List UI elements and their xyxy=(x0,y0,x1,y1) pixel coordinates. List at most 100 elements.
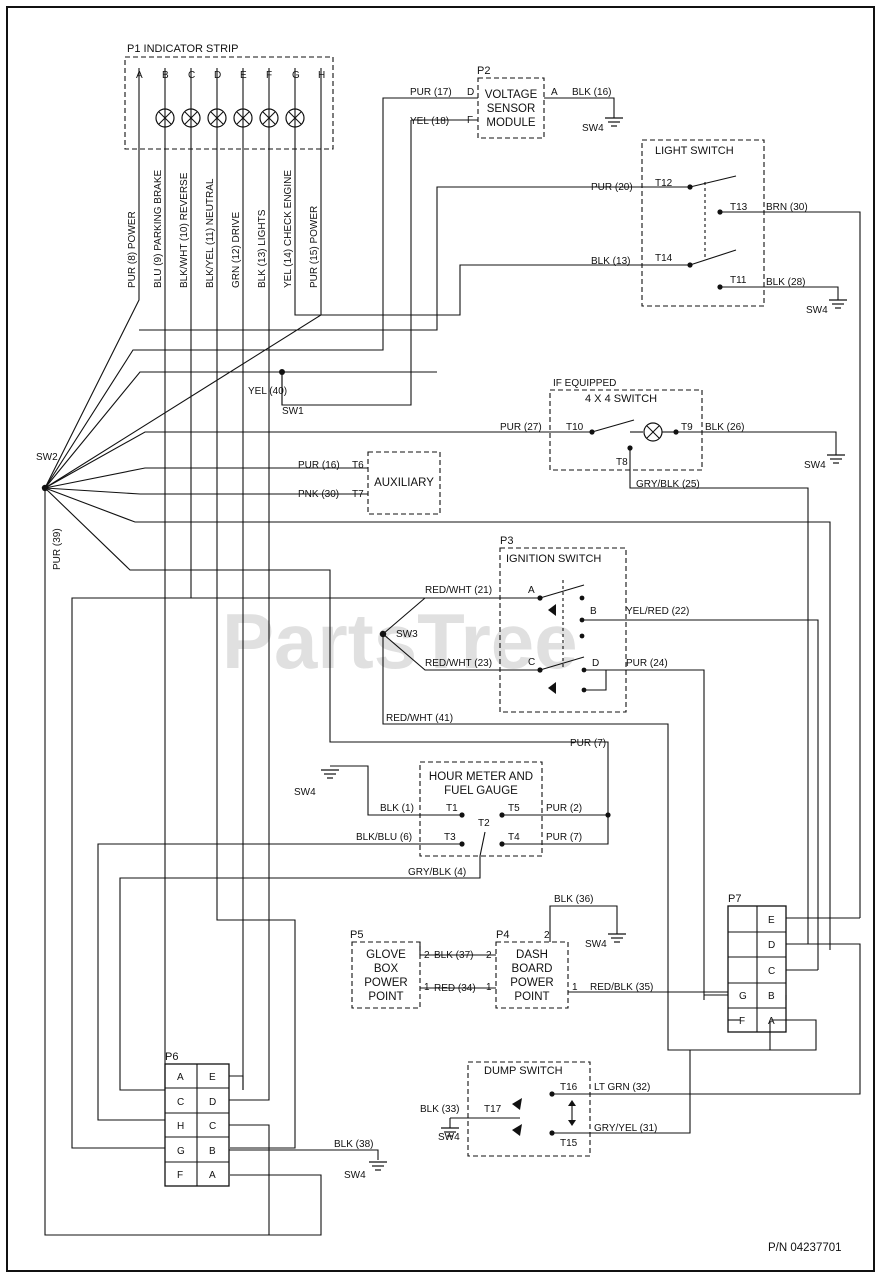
indicator-wire-label: PUR (8) POWER xyxy=(127,211,138,288)
svg-text:B: B xyxy=(768,991,775,1002)
sw2-splice: SW2 PUR (39) xyxy=(36,452,63,570)
svg-text:SW3: SW3 xyxy=(396,629,418,640)
indicator-pin-label: C xyxy=(188,70,195,81)
indicator-wire-label: YEL (14) CHECK ENGINE xyxy=(283,170,294,288)
svg-text:BLK (26): BLK (26) xyxy=(705,422,744,433)
sw1-splice: YEL (40) SW1 xyxy=(248,369,304,417)
svg-text:YEL (18): YEL (18) xyxy=(410,116,449,127)
indicator-wire-label: BLK/YEL (11) NEUTRAL xyxy=(205,178,216,288)
outer-border xyxy=(6,6,875,1272)
watermark: PartsTree xyxy=(222,597,578,685)
dash-board-power-point: P4 DASH BOARD POWER POINT 2 1 2 1 BLK (3… xyxy=(419,894,728,1009)
svg-text:SW4: SW4 xyxy=(806,305,828,316)
svg-text:PUR (20): PUR (20) xyxy=(591,182,633,193)
ignition-switch: P3 IGNITION SWITCH SW3 RED/WHT (41) RED/… xyxy=(379,535,819,1051)
svg-text:T13: T13 xyxy=(730,202,748,213)
svg-text:SENSOR: SENSOR xyxy=(487,103,536,115)
svg-text:IF EQUIPPED: IF EQUIPPED xyxy=(553,378,616,389)
svg-text:HOUR METER AND: HOUR METER AND xyxy=(429,771,533,783)
p6-left-cell: C xyxy=(177,1097,184,1108)
svg-text:T17: T17 xyxy=(484,1104,502,1115)
svg-text:PUR (17): PUR (17) xyxy=(410,87,452,98)
svg-text:T1: T1 xyxy=(446,803,458,814)
svg-text:LT GRN (32): LT GRN (32) xyxy=(594,1082,650,1093)
auxiliary: AUXILIARY PUR (16) PNK (30) T6 T7 xyxy=(298,451,441,515)
svg-text:BRN (30): BRN (30) xyxy=(766,202,808,213)
svg-text:PUR (2): PUR (2) xyxy=(546,803,582,814)
svg-text:POWER: POWER xyxy=(364,977,407,989)
svg-text:4 X 4 SWITCH: 4 X 4 SWITCH xyxy=(585,393,657,405)
svg-text:BLK (37): BLK (37) xyxy=(434,950,473,961)
indicator-wire-label: BLU (9) PARKING BRAKE xyxy=(153,169,164,288)
svg-text:SW4: SW4 xyxy=(438,1132,460,1143)
svg-text:P4: P4 xyxy=(496,929,509,941)
p6-right-cell: C xyxy=(209,1121,216,1132)
svg-text:PUR (7): PUR (7) xyxy=(570,738,606,749)
indicator-wire-label: PUR (15) POWER xyxy=(309,206,320,288)
svg-text:POINT: POINT xyxy=(368,991,403,1003)
p6-right-cell: B xyxy=(209,1146,216,1157)
indicator-wire-label: GRN (12) DRIVE xyxy=(231,212,242,288)
svg-text:PUR (24): PUR (24) xyxy=(626,658,668,669)
svg-text:T3: T3 xyxy=(444,832,456,843)
svg-text:BLK (13): BLK (13) xyxy=(591,256,630,267)
svg-text:YEL (40): YEL (40) xyxy=(248,386,287,397)
svg-text:YEL/RED (22): YEL/RED (22) xyxy=(626,606,689,617)
svg-text:P3: P3 xyxy=(500,535,513,547)
svg-text:E: E xyxy=(768,915,775,926)
indicator-pin-label: H xyxy=(318,70,325,81)
svg-text:RED/BLK (35): RED/BLK (35) xyxy=(590,982,653,993)
p6-left-cell: G xyxy=(177,1146,185,1157)
svg-text:C: C xyxy=(768,966,775,977)
svg-text:IGNITION SWITCH: IGNITION SWITCH xyxy=(506,553,601,565)
p6-right-cell: D xyxy=(209,1097,216,1108)
svg-text:DASH: DASH xyxy=(516,949,548,961)
svg-text:G: G xyxy=(739,991,747,1002)
svg-text:D: D xyxy=(592,658,599,669)
svg-text:PUR (16): PUR (16) xyxy=(298,460,340,471)
indicator-strip-title: P1 INDICATOR STRIP xyxy=(127,43,238,55)
svg-text:SW4: SW4 xyxy=(344,1170,366,1181)
svg-text:BLK (38): BLK (38) xyxy=(334,1139,373,1150)
svg-text:GRY/BLK (4): GRY/BLK (4) xyxy=(408,867,466,878)
svg-text:A: A xyxy=(768,1016,775,1027)
p6-left-cell: A xyxy=(177,1072,184,1083)
svg-text:PUR (7): PUR (7) xyxy=(546,832,582,843)
svg-text:T14: T14 xyxy=(655,253,673,264)
indicator-pin-label: D xyxy=(214,70,221,81)
svg-text:VOLTAGE: VOLTAGE xyxy=(485,89,538,101)
hour-meter-fuel-gauge: HOUR METER AND FUEL GAUGE PUR (7) SW4 BL… xyxy=(97,738,611,1121)
p1-wire-bundle xyxy=(44,68,831,1236)
svg-text:F: F xyxy=(739,1016,745,1027)
svg-text:BOX: BOX xyxy=(374,963,399,975)
svg-text:SW4: SW4 xyxy=(585,939,607,950)
dump-switch: DUMP SWITCH BLK (33) SW4 T17 T16 T15 LT … xyxy=(420,943,861,1157)
svg-text:SW4: SW4 xyxy=(294,787,316,798)
svg-text:POINT: POINT xyxy=(514,991,549,1003)
part-number: P/N 04237701 xyxy=(768,1242,842,1254)
svg-text:T5: T5 xyxy=(508,803,520,814)
svg-text:P7: P7 xyxy=(728,893,741,905)
svg-text:AUXILIARY: AUXILIARY xyxy=(374,477,434,489)
svg-text:POWER: POWER xyxy=(510,977,553,989)
svg-text:SW4: SW4 xyxy=(804,460,826,471)
indicator-pin-label: G xyxy=(292,70,300,81)
svg-text:P5: P5 xyxy=(350,929,363,941)
svg-text:D: D xyxy=(467,87,474,98)
svg-text:BLK (33): BLK (33) xyxy=(420,1104,459,1115)
svg-text:BLK (28): BLK (28) xyxy=(766,277,805,288)
svg-text:LIGHT SWITCH: LIGHT SWITCH xyxy=(655,145,734,157)
svg-text:C: C xyxy=(528,657,535,668)
svg-text:SW2: SW2 xyxy=(36,452,58,463)
four-by-four-switch: IF EQUIPPED 4 X 4 SWITCH PUR (27) T10 T8… xyxy=(500,378,845,918)
svg-text:A: A xyxy=(551,87,558,98)
p7-connector[interactable]: P7 E D C G B F A xyxy=(704,893,860,1051)
p6-right-cell: E xyxy=(209,1072,216,1083)
svg-text:GRY/YEL (31): GRY/YEL (31) xyxy=(594,1123,657,1134)
svg-text:T6: T6 xyxy=(352,460,364,471)
svg-text:PNK (30): PNK (30) xyxy=(298,489,339,500)
svg-text:T8: T8 xyxy=(616,457,628,468)
svg-text:A: A xyxy=(528,585,535,596)
